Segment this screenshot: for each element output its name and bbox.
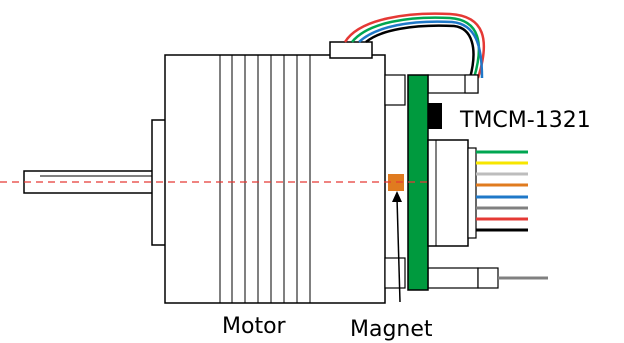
- motor-label: Motor: [222, 314, 287, 339]
- motor-body: [164, 54, 386, 304]
- magnet-pointer-arrow: [392, 191, 402, 303]
- connector-wires: [476, 150, 528, 232]
- mounting-standoffs: [384, 74, 548, 289]
- module-label: TMCM-1321: [459, 108, 591, 133]
- magnet-label: Magnet: [350, 317, 433, 342]
- top-cable: [343, 12, 486, 79]
- wire-connector: [427, 139, 477, 247]
- cable-strain-relief: [329, 41, 373, 59]
- board-chip: [428, 103, 442, 129]
